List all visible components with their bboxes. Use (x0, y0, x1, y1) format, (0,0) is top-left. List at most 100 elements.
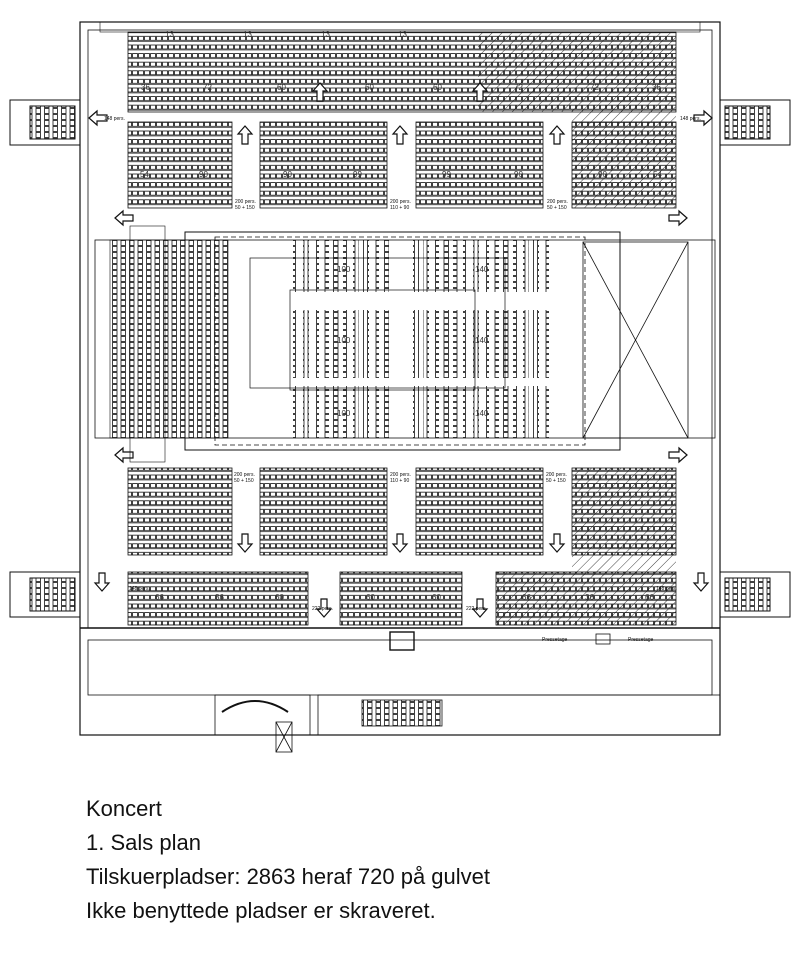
floor-seat-column (523, 310, 529, 378)
floor-seat-column (313, 310, 319, 378)
floor-seat-column (463, 240, 469, 292)
seat-count: 54 (653, 170, 662, 179)
aisle-capacity: 200 pers. (546, 472, 567, 478)
hatched-area (572, 468, 676, 576)
exit-arrow-icon (391, 533, 409, 553)
floor-seat-column (343, 310, 349, 378)
exit-arrow-icon (548, 125, 566, 145)
floor-plan: 13 13 13 13 36 72 60 60 60 72 72 36 54 9… (9, 21, 791, 753)
seat-section (127, 121, 233, 209)
exit-arrow-icon (114, 446, 134, 464)
seat-count: 90 (199, 170, 208, 179)
seat-section (127, 571, 309, 626)
seat-count: 36 (141, 83, 150, 92)
seat-count: 66 (522, 593, 531, 602)
seat-section (339, 571, 463, 626)
floor-seat-column (523, 386, 529, 438)
seat-count: 66 (155, 593, 164, 602)
floor-seat-column (533, 310, 539, 378)
stair-towers (9, 99, 791, 618)
seat-count: 36 (585, 593, 594, 602)
floor-seat-column (503, 310, 509, 378)
floor-seat-column (523, 240, 529, 292)
floor-seat-column (343, 386, 349, 438)
floor-seat-column (513, 240, 519, 292)
floor-seat-column (413, 240, 419, 292)
stair-tower-bottom-right (719, 571, 791, 618)
seat-count: 72 (590, 83, 599, 92)
exit-arrow-icon (548, 533, 566, 553)
floor-seat-column (303, 310, 309, 378)
exit-capacity: 148 pers. (104, 116, 125, 122)
exit-arrow-icon (471, 82, 489, 102)
floor-seat-column (293, 240, 299, 292)
exit-arrow-icon (236, 125, 254, 145)
seat-count: 99 (353, 170, 362, 179)
floor-seat-column (473, 310, 479, 378)
floor-seat-column (453, 386, 459, 438)
exit-arrow-icon (315, 598, 333, 618)
floor-seat-column (313, 386, 319, 438)
seat-count: 60 (433, 83, 442, 92)
floor-seat-column (423, 310, 429, 378)
floor-seat-column (383, 240, 389, 292)
aisle-capacity: 110 + 90 (390, 478, 409, 484)
exit-arrow-icon (693, 109, 713, 127)
exit-arrow-icon (668, 446, 688, 464)
seat-count: 60 (432, 593, 441, 602)
floor-seat-column (373, 240, 379, 292)
exit-capacity: 148 pers. (656, 586, 677, 592)
floor-seat-column (333, 386, 339, 438)
exit-arrow-icon (236, 533, 254, 553)
floor-seat-column (453, 310, 459, 378)
stage (582, 241, 689, 439)
unused-seats-hatched (478, 32, 676, 625)
retractable-seating (109, 239, 229, 439)
floor-seat-column (293, 386, 299, 438)
press-label: Pressetage (542, 637, 568, 643)
plan-labels: 13 13 13 13 36 72 60 60 60 72 72 36 54 9… (104, 30, 701, 643)
floor-count: 100 (337, 409, 351, 418)
floor-seat-column (443, 310, 449, 378)
floor-seat-column (353, 386, 359, 438)
floor-seat-column (463, 310, 469, 378)
seat-count: 66 (645, 593, 654, 602)
aisle-capacity: 200 pers. (390, 199, 411, 205)
seat-count: 36 (652, 83, 661, 92)
floor-seat-column (363, 310, 369, 378)
seat-section (127, 467, 233, 556)
floor-count: 140 (475, 409, 489, 418)
caption-note: Ikke benyttede pladser er skraveret. (86, 898, 436, 923)
floor-seat-column (433, 310, 439, 378)
floor-seat-column (373, 386, 379, 438)
floor-seat-column (543, 386, 549, 438)
aisle-capacity: 200 pers. (547, 199, 568, 205)
seat-count: 90 (598, 170, 607, 179)
seat-count: 60 (365, 83, 374, 92)
aisle-capacity: 50 + 150 (546, 478, 566, 484)
exit-arrow-icon (311, 82, 329, 102)
floor-seat-column (423, 386, 429, 438)
aisle-capacity: 200 pers. (234, 472, 255, 478)
floor-seat-column (483, 386, 489, 438)
stair-tower-bottom-left (9, 571, 81, 618)
exit-arrow-icon (692, 572, 710, 592)
floor-seat-column (453, 240, 459, 292)
floor-seat-column (473, 386, 479, 438)
floor-seat-column (443, 386, 449, 438)
aisle-capacity: 50 + 150 (234, 478, 254, 484)
exit-arrow-icon (471, 598, 489, 618)
floor-seat-column (293, 310, 299, 378)
floor-seat-column (493, 240, 499, 292)
floor-seat-column (373, 310, 379, 378)
exit-capacity: 222 pers. (466, 606, 487, 612)
seat-label: 13 (243, 30, 252, 39)
floor-seat-column (543, 310, 549, 378)
floor-seat-column (383, 310, 389, 378)
floor-area (94, 225, 716, 463)
floor-seat-column (463, 386, 469, 438)
floor-seat-column (433, 240, 439, 292)
floor-seat-column (493, 386, 499, 438)
floor-seat-column (413, 386, 419, 438)
seat-count: 36 (215, 593, 224, 602)
